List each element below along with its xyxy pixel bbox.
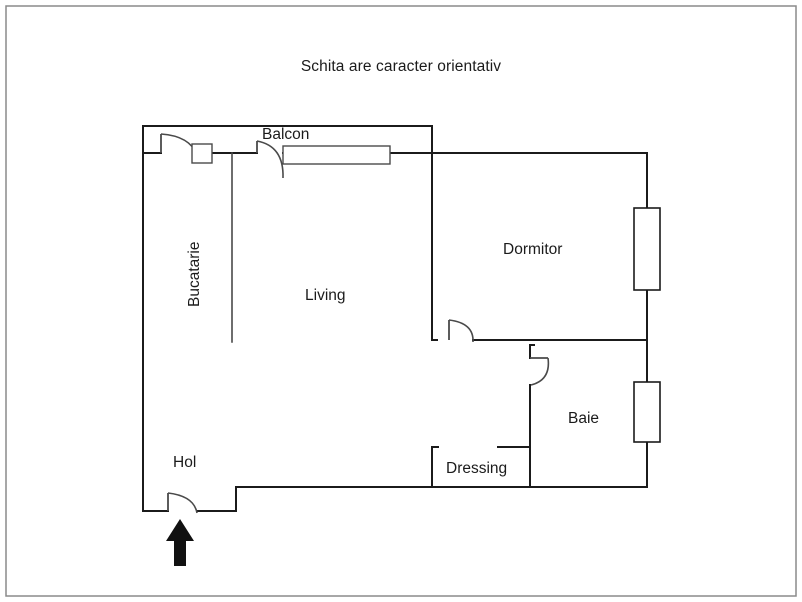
entrance-direction-arrow [166, 519, 194, 566]
door-arc-dormitor [448, 319, 474, 343]
window-dormitor [633, 207, 661, 291]
page-frame [5, 5, 797, 597]
room-label-living: Living [305, 287, 346, 304]
door-arc-entrance [167, 492, 198, 514]
door-arc-balcony [256, 140, 284, 179]
room-label-bucatarie: Bucatarie [186, 241, 203, 307]
page-title: Schita are caracter orientativ [300, 58, 502, 75]
balcony-rail [282, 145, 391, 165]
window-baie [633, 381, 661, 443]
room-label-dressing: Dressing [446, 460, 508, 477]
door-arc-baie [530, 357, 550, 386]
kitchen-fixture-box [191, 143, 213, 164]
room-label-dormitor: Dormitor [503, 241, 563, 258]
room-label-baie: Baie [568, 410, 600, 427]
room-label-balcon: Balcon [262, 126, 310, 143]
room-label-hol: Hol [173, 454, 197, 471]
